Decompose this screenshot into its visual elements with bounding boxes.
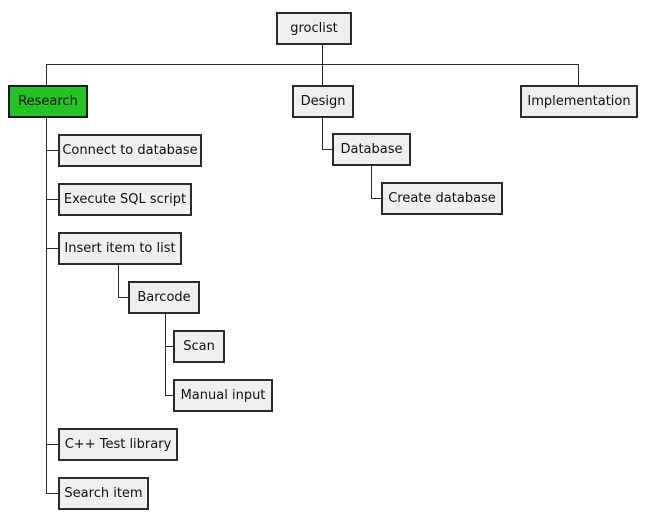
node-design[interactable]: Design: [292, 85, 354, 118]
edge-stub-manual-input: [165, 395, 174, 396]
edge-bus-to-implementation: [578, 64, 579, 86]
node-groclist[interactable]: groclist: [276, 12, 352, 45]
edge-stub-cpp-test-library: [46, 444, 58, 445]
edge-insert-to-barcode-stub: [118, 297, 129, 298]
node-cpp-test-library[interactable]: C++ Test library: [58, 428, 178, 461]
edge-stub-execute-sql-script: [46, 199, 58, 200]
node-barcode[interactable]: Barcode: [128, 281, 200, 314]
node-search-item-label: Search item: [64, 486, 143, 501]
node-barcode-label: Barcode: [137, 290, 191, 305]
edge-stub-scan: [165, 346, 174, 347]
edge-database-to-create-drop: [371, 165, 372, 198]
node-design-label: Design: [300, 94, 346, 109]
node-cpp-test-library-label: C++ Test library: [64, 437, 172, 452]
node-connect-to-database-label: Connect to database: [62, 143, 198, 158]
edge-database-to-create-stub: [371, 198, 382, 199]
edge-stub-search-item: [46, 493, 58, 494]
node-insert-item-to-list-label: Insert item to list: [64, 241, 176, 256]
node-manual-input-label: Manual input: [180, 388, 266, 403]
node-scan[interactable]: Scan: [173, 330, 225, 363]
node-implementation-label: Implementation: [527, 94, 631, 109]
node-database-label: Database: [340, 142, 403, 157]
edge-design-to-database-stub: [322, 149, 333, 150]
node-research-label: Research: [18, 94, 78, 109]
node-research[interactable]: Research: [8, 85, 88, 118]
node-database[interactable]: Database: [332, 133, 411, 166]
node-connect-to-database[interactable]: Connect to database: [58, 134, 202, 167]
node-execute-sql-script-label: Execute SQL script: [63, 192, 187, 207]
node-create-database-label: Create database: [388, 191, 496, 206]
edge-research-spine: [46, 117, 47, 494]
edge-bus-to-research: [46, 64, 47, 86]
node-groclist-label: groclist: [290, 21, 338, 36]
node-search-item[interactable]: Search item: [58, 477, 149, 510]
edge-stub-connect-to-database: [46, 150, 58, 151]
node-create-database[interactable]: Create database: [381, 182, 503, 215]
edge-insert-to-barcode-drop: [118, 264, 119, 297]
edge-root-bus: [46, 64, 579, 65]
edge-root-stem: [322, 45, 323, 65]
node-execute-sql-script[interactable]: Execute SQL script: [58, 183, 192, 216]
edge-design-to-database-drop: [322, 117, 323, 150]
edge-barcode-spine: [165, 313, 166, 395]
edge-stub-insert-item-to-list: [46, 248, 58, 249]
edge-bus-to-design: [322, 64, 323, 86]
node-manual-input[interactable]: Manual input: [173, 379, 273, 412]
node-implementation[interactable]: Implementation: [520, 85, 638, 118]
node-scan-label: Scan: [183, 339, 215, 354]
node-insert-item-to-list[interactable]: Insert item to list: [58, 232, 182, 265]
